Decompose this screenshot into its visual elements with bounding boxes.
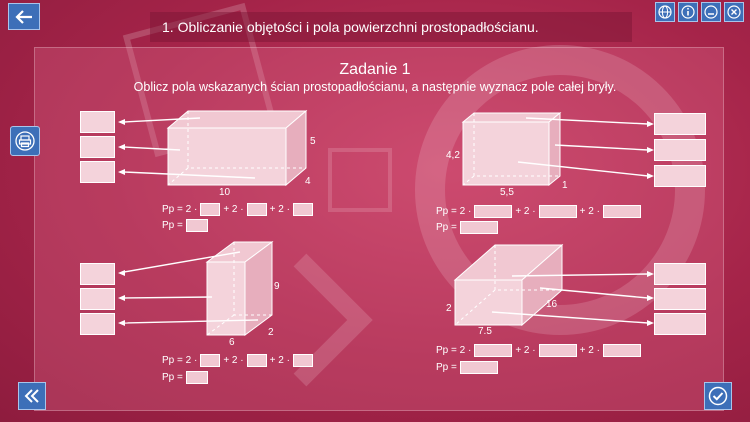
minimize-icon [704,5,718,19]
total-input[interactable] [185,371,208,384]
close-icon [727,5,741,19]
formula-input[interactable] [292,203,313,216]
face-area-input[interactable] [80,288,115,310]
close-button[interactable] [724,2,744,22]
total-input[interactable] [459,361,498,374]
face-area-input[interactable] [654,165,706,187]
dimension-label: 4 [305,176,311,187]
face-area-input[interactable] [80,313,115,335]
minimize-button[interactable] [701,2,721,22]
surface-formula: Pp = 2 · + 2 · + 2 · [436,344,641,357]
formula-prefix: Pp = 2 · [162,204,198,215]
formula-input[interactable] [292,354,313,367]
globe-icon [658,5,672,19]
face-area-input[interactable] [654,113,706,135]
back-arrow-icon [15,9,32,24]
dimension-label: 7.5 [478,326,492,337]
formula-input[interactable] [538,205,577,218]
print-button[interactable] [10,126,40,156]
total-label: Pp = [436,222,457,233]
formula-input[interactable] [246,354,267,367]
info-button[interactable] [678,2,698,22]
dimension-label: 1 [562,180,568,191]
total-input[interactable] [459,221,498,234]
formula-input[interactable] [602,344,641,357]
back-button[interactable] [8,3,40,30]
formula-input[interactable] [474,205,513,218]
formula-plus: + 2 · [269,355,290,366]
face-area-input[interactable] [80,161,115,183]
surface-formula: Pp = 2 · + 2 · + 2 · [162,203,313,216]
rewind-button[interactable] [18,382,46,410]
task-instruction: Oblicz pola wskazanych ścian prostopadło… [133,80,617,94]
formula-prefix: Pp = 2 · [436,345,472,356]
top-right-toolbar [655,2,744,22]
formula-prefix: Pp = 2 · [162,355,198,366]
task-heading: Zadanie 1 [339,61,411,78]
face-area-input[interactable] [80,111,115,133]
face-area-input[interactable] [654,313,706,335]
formula-plus: + 2 · [579,206,600,217]
formula-input[interactable] [602,205,641,218]
check-button[interactable] [704,382,732,410]
info-icon [681,5,695,19]
dimension-label: 6 [229,337,235,348]
dimension-label: 10 [219,187,231,198]
dimension-label: 2 [268,327,274,338]
dimension-label: 5 [310,136,316,147]
formula-prefix: Pp = 2 · [436,206,472,217]
face-area-input[interactable] [654,139,706,161]
formula-plus: + 2 · [223,204,244,215]
dimension-label: 4,2 [446,150,460,161]
double-chevron-left-icon [24,389,39,403]
total-label: Pp = [162,220,183,231]
formula-input[interactable] [538,344,577,357]
formula-input[interactable] [246,203,267,216]
formula-plus: + 2 · [515,345,536,356]
formula-plus: + 2 · [515,206,536,217]
formula-plus: + 2 · [269,204,290,215]
surface-total: Pp = [162,219,208,232]
face-area-input[interactable] [80,263,115,285]
formula-plus: + 2 · [579,345,600,356]
check-icon [708,386,728,406]
formula-plus: + 2 · [223,355,244,366]
formula-input[interactable] [474,344,513,357]
lesson-title: 1. Obliczanie objętości i pola powierzch… [162,19,539,35]
surface-total: Pp = [162,371,208,384]
formula-input[interactable] [200,203,221,216]
dimension-label: 2 [446,303,452,314]
face-area-input[interactable] [80,136,115,158]
surface-total: Pp = [436,361,498,374]
surface-formula: Pp = 2 · + 2 · + 2 · [436,205,641,218]
total-label: Pp = [436,362,457,373]
total-input[interactable] [185,219,208,232]
dimension-label: 9 [274,281,280,292]
face-area-input[interactable] [654,263,706,285]
lesson-title-bar: 1. Obliczanie objętości i pola powierzch… [150,12,632,42]
face-area-input[interactable] [654,288,706,310]
total-label: Pp = [162,372,183,383]
language-button[interactable] [655,2,675,22]
dimension-label: 16 [546,299,558,310]
print-icon [15,131,35,151]
dimension-label: 5,5 [500,187,514,198]
surface-formula: Pp = 2 · + 2 · + 2 · [162,354,313,367]
surface-total: Pp = [436,221,498,234]
formula-input[interactable] [200,354,221,367]
